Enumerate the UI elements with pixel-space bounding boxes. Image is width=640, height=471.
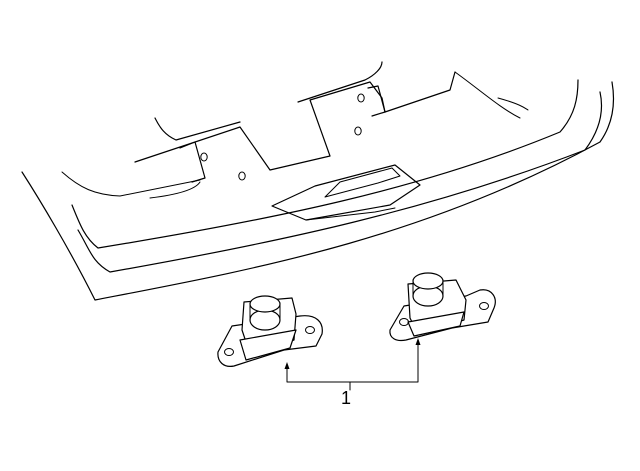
leader-line	[286, 342, 419, 383]
lamp-left-lens	[239, 329, 297, 361]
mount-hole-1	[200, 152, 208, 162]
lid-right-curve	[497, 97, 529, 111]
lid-inner-edge-lower	[77, 91, 603, 273]
license-lamp-right	[389, 272, 496, 342]
left-bracket	[179, 141, 206, 183]
lamp-right-screw-hole-l	[399, 318, 409, 326]
callout-number: 1	[341, 388, 352, 408]
lamp-left-screw-hole-l	[224, 348, 234, 356]
arrowhead-left	[284, 362, 290, 369]
upper-strip	[134, 71, 456, 171]
lamp-left-socket-top	[249, 295, 281, 313]
lamp-right-screw-hole-r	[479, 302, 489, 310]
lamp-right-socket-top	[412, 272, 444, 290]
lamp-right-lens	[407, 311, 465, 337]
upper-strip-right	[297, 61, 383, 103]
right-bracket	[367, 85, 386, 117]
lid-top-curve	[454, 71, 521, 119]
license-lamp-left	[217, 295, 323, 367]
lamp-left-screw-hole-r	[305, 326, 315, 334]
trunk-lid-panel	[21, 61, 615, 301]
callout-leader	[284, 338, 421, 391]
lamp-left-socket	[249, 309, 281, 331]
lamp-recess-shadow	[305, 207, 396, 221]
lamp-recess-inner	[324, 167, 401, 198]
mount-hole-3	[357, 93, 365, 103]
left-fold	[149, 181, 201, 199]
mount-hole-2	[238, 171, 246, 181]
upper-strip-top	[154, 117, 241, 141]
arrowhead-right	[415, 338, 421, 345]
lid-surface-line	[61, 171, 201, 197]
lid-inner-edge-upper	[71, 79, 579, 249]
mount-hole-4	[354, 126, 362, 136]
lid-outer-edge	[21, 81, 615, 301]
